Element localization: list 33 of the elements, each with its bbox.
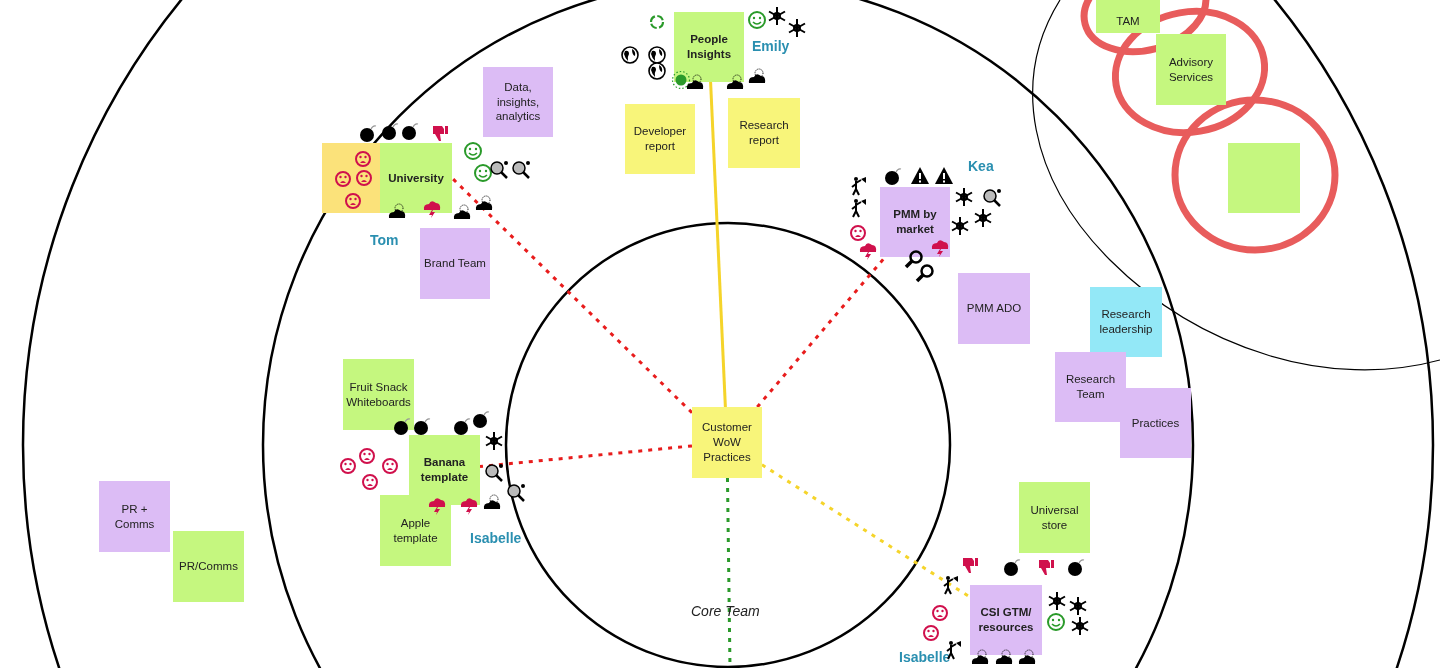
sticky-note: University [380,143,452,213]
sticky-note: Apple template [380,495,451,566]
person-name: Isabelle [899,649,951,665]
person-name: Kea [968,158,994,174]
sticky-note: Fruit Snack Whiteboards [343,359,414,430]
sticky-note: Data, insights, analytics [483,67,553,137]
sticky-note: TAM [1096,0,1160,33]
sticky-note: Universal store [1019,482,1090,553]
sticky-note: PR + Comms [99,481,170,552]
sticky-note: PMM ADO [958,273,1030,344]
connector-line [479,444,693,469]
connector-line [709,81,727,408]
circle-label: Core Team [691,603,760,619]
person-name: Emily [752,38,790,54]
sticky-note: Research Team [1055,352,1126,422]
sticky-note: Research leadership [1090,287,1162,357]
sticky-note: Developer report [625,104,695,174]
person-name: Isabelle [470,530,522,546]
sticky-note: Banana template [409,435,480,505]
sticky-note: Brand Team [420,228,490,299]
node-label: Apple template [393,516,438,544]
connector-line [761,463,971,599]
sticky-note: People Insights [674,12,744,82]
sticky-note: Practices [1120,388,1191,458]
person-name: Tom [370,232,399,248]
sticky-note: PR/Comms [173,531,244,602]
sticky-note: Advisory Services [1156,34,1226,105]
sticky-note: Research report [728,98,800,168]
sticky-note: PMM by market [880,187,950,257]
connector-line [756,256,887,408]
blank-sticky-note [1228,143,1300,213]
sticky-note: CSI GTM/ resources [970,585,1042,655]
sticky-note: Customer WoW Practices [692,407,762,478]
